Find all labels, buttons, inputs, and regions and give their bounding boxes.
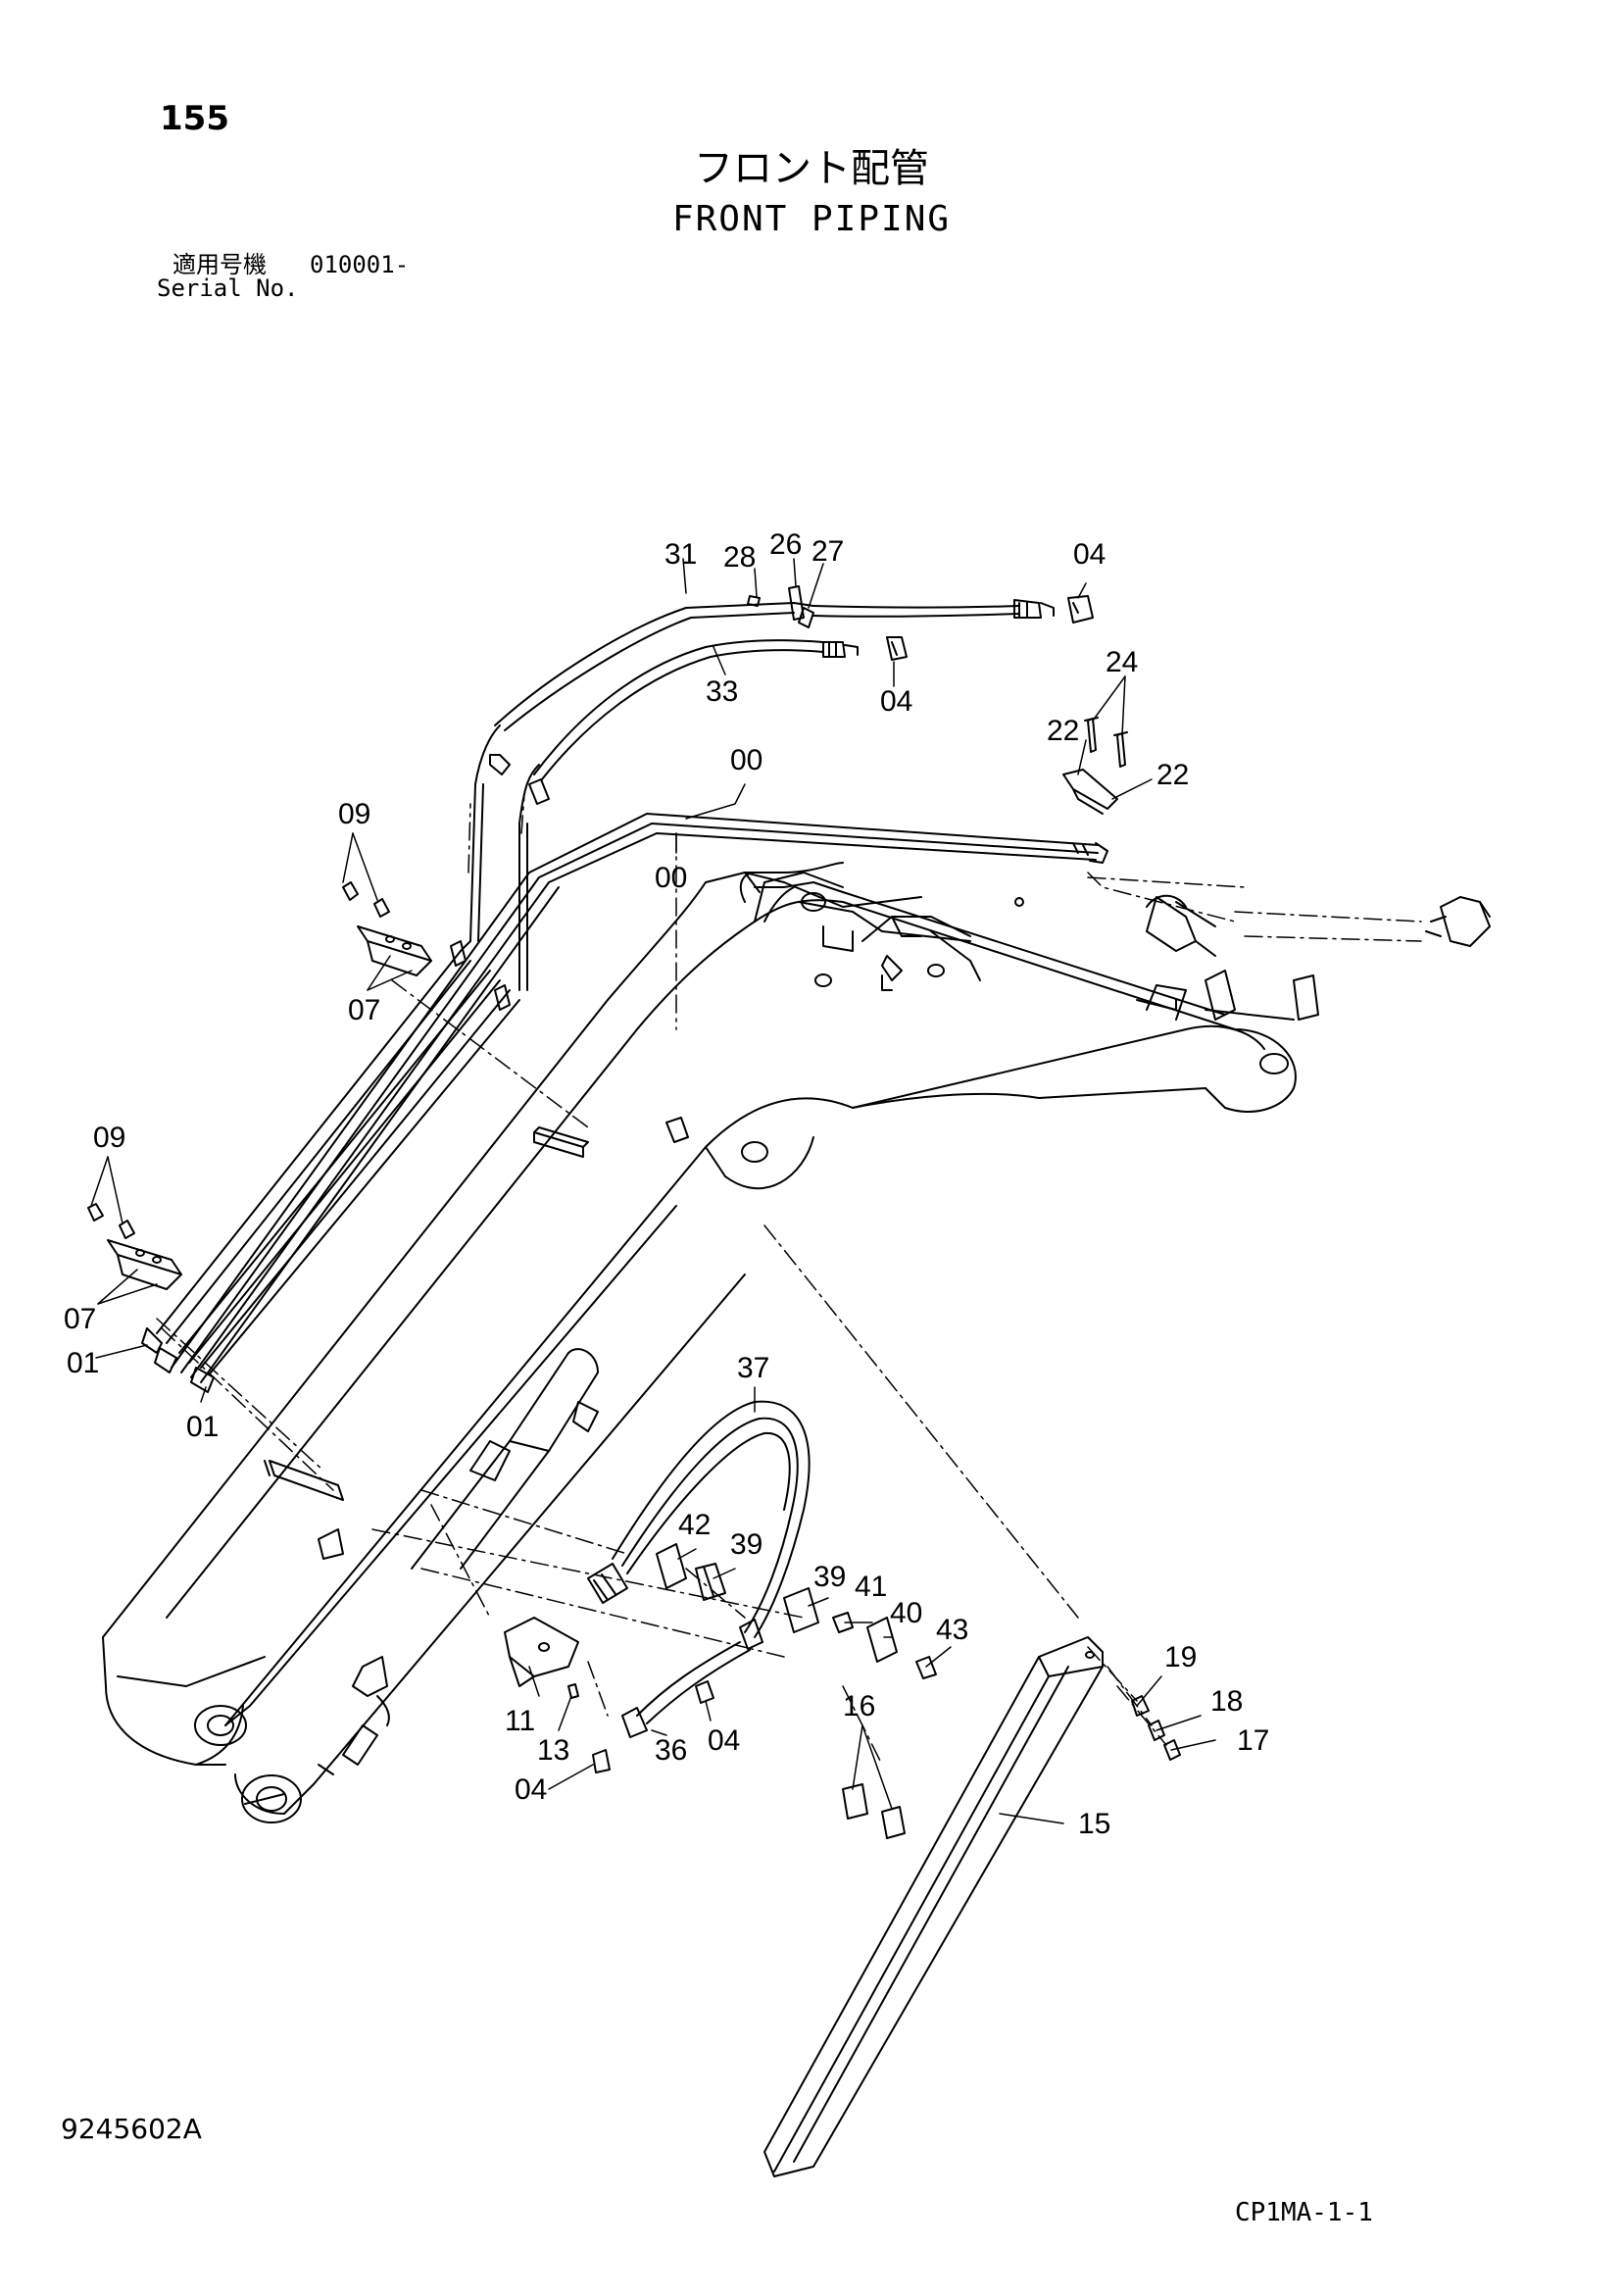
- callout-33: 33: [706, 675, 738, 708]
- callout-04-mid: 04: [708, 1724, 740, 1757]
- callout-36: 36: [655, 1734, 687, 1767]
- arm-cylinder: [318, 1348, 599, 1775]
- callout-31: 31: [664, 538, 697, 571]
- leader-lines: [156, 793, 1422, 1766]
- callout-16: 16: [843, 1690, 875, 1722]
- page-title-english: FRONT PIPING: [671, 199, 952, 239]
- clamps-39-43: [656, 1543, 937, 1704]
- callout-39-upper: 39: [730, 1528, 762, 1561]
- hose-37: [587, 1400, 811, 1650]
- hose-33: [518, 636, 908, 991]
- hose-36: [592, 1641, 751, 1773]
- callout-42: 42: [678, 1509, 711, 1541]
- hose-guard-15: [763, 1636, 1181, 2177]
- callout-11: 11: [505, 1705, 535, 1737]
- serial-label-english: Serial No.: [157, 275, 299, 302]
- callout-43: 43: [936, 1614, 968, 1646]
- callout-04-bottom: 04: [515, 1773, 547, 1806]
- callout-09-lower: 09: [93, 1122, 125, 1154]
- page-code: CP1MA-1-1: [1235, 2198, 1373, 2227]
- callout-37: 37: [737, 1352, 769, 1384]
- callout-01-right: 01: [186, 1411, 219, 1443]
- callout-19: 19: [1164, 1641, 1197, 1673]
- serial-code: 010001-: [310, 251, 410, 278]
- callout-07-upper: 07: [348, 994, 380, 1026]
- clamp-26-27: [747, 585, 814, 628]
- boom-cylinder: [1146, 894, 1491, 957]
- boom-clamp-plates: [264, 1117, 689, 1560]
- callout-41: 41: [855, 1571, 887, 1603]
- callout-18: 18: [1210, 1685, 1243, 1718]
- callout-17: 17: [1237, 1724, 1269, 1757]
- bracket-11: [504, 1617, 579, 1699]
- callout-04-upper: 04: [880, 685, 912, 718]
- callout-15: 15: [1078, 1808, 1110, 1840]
- callout-13: 13: [537, 1734, 569, 1767]
- callout-00-lower: 00: [655, 862, 687, 894]
- callout-00-top: 00: [730, 744, 762, 776]
- callout-pointers: [90, 558, 1216, 1824]
- bracket-07-upper: [342, 881, 432, 976]
- page-title-japanese: フロント配管: [694, 146, 929, 191]
- boom-top-bracket: [739, 872, 1319, 1021]
- boom-pipes: [171, 813, 1108, 1383]
- callout-01-left: 01: [67, 1347, 99, 1379]
- callout-07-lower: 07: [64, 1303, 96, 1335]
- bracket-07-lower: [87, 1203, 182, 1290]
- callout-09-upper: 09: [338, 798, 370, 830]
- boom-hoses: [141, 940, 520, 1393]
- callout-24: 24: [1106, 646, 1138, 678]
- callout-22-right: 22: [1156, 759, 1189, 791]
- hose-31: [469, 595, 1094, 942]
- page-number: 155: [160, 99, 229, 138]
- callout-40: 40: [890, 1597, 922, 1629]
- callout-22-left: 22: [1047, 715, 1079, 747]
- boom-outline: [102, 862, 1236, 1823]
- callout-28: 28: [723, 541, 756, 574]
- callout-26: 26: [769, 528, 802, 561]
- boom-foot: [705, 872, 1297, 1190]
- callout-27: 27: [812, 535, 844, 568]
- callout-04-top: 04: [1073, 538, 1106, 571]
- drawing-number: 9245602A: [61, 2113, 202, 2145]
- callout-39-lower: 39: [813, 1561, 846, 1593]
- serial-label-japanese: 適用号機: [172, 251, 267, 278]
- callout-labels: 31 28 26 27 04 33 04 24 22 22 00 00 09 0…: [64, 528, 1269, 1840]
